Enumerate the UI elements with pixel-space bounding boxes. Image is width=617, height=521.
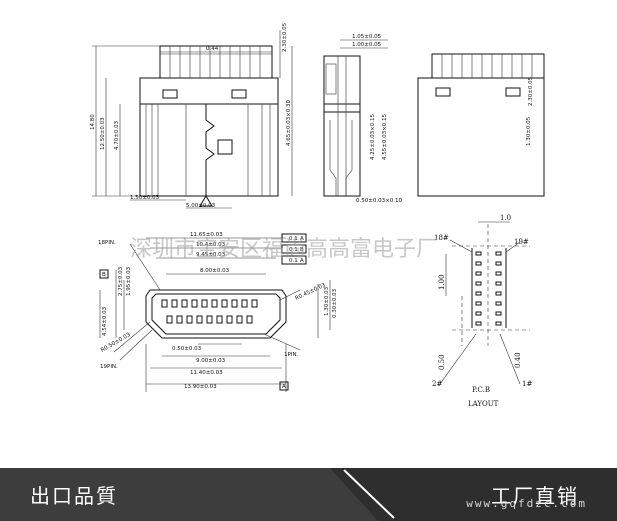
tol-1: A: [300, 236, 304, 242]
banner-right-text: 工厂直销: [491, 484, 579, 508]
tol-4: 0.1: [289, 258, 298, 264]
tol-0: 0.1: [289, 236, 298, 242]
pcb-pin-19: 19#: [514, 238, 529, 246]
side-view: 1.05±0.05 1.00±0.05 4.25±0.03×0.15 4.55±…: [323, 34, 402, 204]
bottom-dim-2: 9.45±0.03: [196, 252, 226, 258]
pcb-dim-0: 1.0: [500, 214, 511, 222]
side-dim-3: 4.55±0.03×0.15: [382, 114, 388, 160]
tolerance-frames: 0.1 A 0.1 B 0.1 A: [281, 233, 307, 265]
pcb-dim-2: 0.50: [438, 354, 446, 370]
connector-drawing: 0.44 2.30±0.05 14.80 12.50±0.03 4.70±0.0…: [90, 22, 545, 408]
front-dim-3: 12.50±0.03: [100, 117, 106, 150]
bottom-banner: 出口品質 工厂直销 www.gqfdzc.com: [0, 468, 617, 521]
side-dim-1: 1.00±0.05: [352, 42, 382, 48]
front-dim-9: 5.00±0.03: [186, 203, 216, 209]
bottom-dim-7: 0.30±0.03: [332, 288, 338, 318]
side-dim-2: 4.25±0.03×0.15: [370, 114, 376, 160]
rear-dim-0: 2.30±0.05: [528, 76, 534, 106]
tol-2: 0.1: [289, 247, 298, 253]
bottom-dim-1: 10.4±0.03: [196, 242, 226, 248]
bottom-dim-3: 8.00±0.03: [200, 268, 230, 274]
datum-b: B: [102, 272, 106, 278]
datum-a: A: [282, 384, 286, 390]
banner-left-text: 出口品質: [30, 484, 118, 508]
tol-3: B: [300, 247, 304, 253]
bottom-dim-0: 11.65±0.03: [190, 232, 223, 238]
bottom-dim-8: R0.45±0.03: [294, 282, 327, 302]
side-dim-4: 0.50±0.03×0.10: [356, 198, 402, 204]
side-dim-0: 1.05±0.05: [352, 34, 382, 40]
rear-view: 2.30±0.05 1.30±0.05: [417, 53, 545, 197]
bottom-dim-10: 0.50±0.03: [172, 346, 202, 352]
watermark: 深圳市宝安区福尚高高富电子厂: [130, 237, 438, 262]
pin-1-label: 1PIN.: [284, 352, 299, 358]
front-dim-10: 4.65±0.03×0.30: [286, 100, 292, 146]
bottom-dim-12: 9.00±0.03: [196, 358, 226, 364]
pcb-caption-1: P.C.B: [472, 386, 490, 394]
pcb-caption-2: LAYOUT: [468, 400, 499, 408]
banner-decoration: [330, 468, 617, 521]
banner-url: www.gqfdzc.com: [466, 497, 587, 510]
front-dim-1: 2.30±0.05: [282, 22, 288, 52]
bottom-dim-5: 1.95±0.03: [126, 266, 132, 296]
bottom-dim-14: 13.90±0.03: [184, 384, 217, 390]
pcb-dim-3: 0.40: [514, 352, 522, 368]
front-dim-2: 14.80: [90, 114, 96, 130]
front-dim-0: 0.44: [206, 46, 219, 52]
pin-19-label: 19PIN.: [100, 364, 118, 370]
bottom-dim-11: 1.30±0.03: [324, 286, 330, 316]
front-view: 0.44 2.30±0.05 14.80 12.50±0.03 4.70±0.0…: [90, 22, 293, 209]
bottom-dim-4: 2.75±0.03: [118, 266, 124, 296]
pcb-pin-18: 18#: [434, 234, 449, 242]
pcb-layout: 1.0 1.00 0.50 0.40 18# 19# 2# 1# P.C.B L…: [432, 214, 532, 408]
pcb-pin-1: 1#: [522, 380, 532, 388]
pcb-pin-2: 2#: [432, 380, 442, 388]
pin-18-label: 18PIN.: [98, 240, 116, 246]
front-dim-4: 4.70±0.03: [114, 120, 120, 150]
pcb-dim-1: 1.00: [438, 274, 446, 290]
bottom-dim-13: 11.40±0.03: [190, 370, 223, 376]
rear-dim-1: 1.30±0.05: [526, 116, 532, 146]
bottom-dim-6: 4.54±0.03: [102, 306, 108, 336]
front-dim-8: 1.50±0.03: [130, 195, 160, 201]
tol-5: A: [300, 258, 304, 264]
